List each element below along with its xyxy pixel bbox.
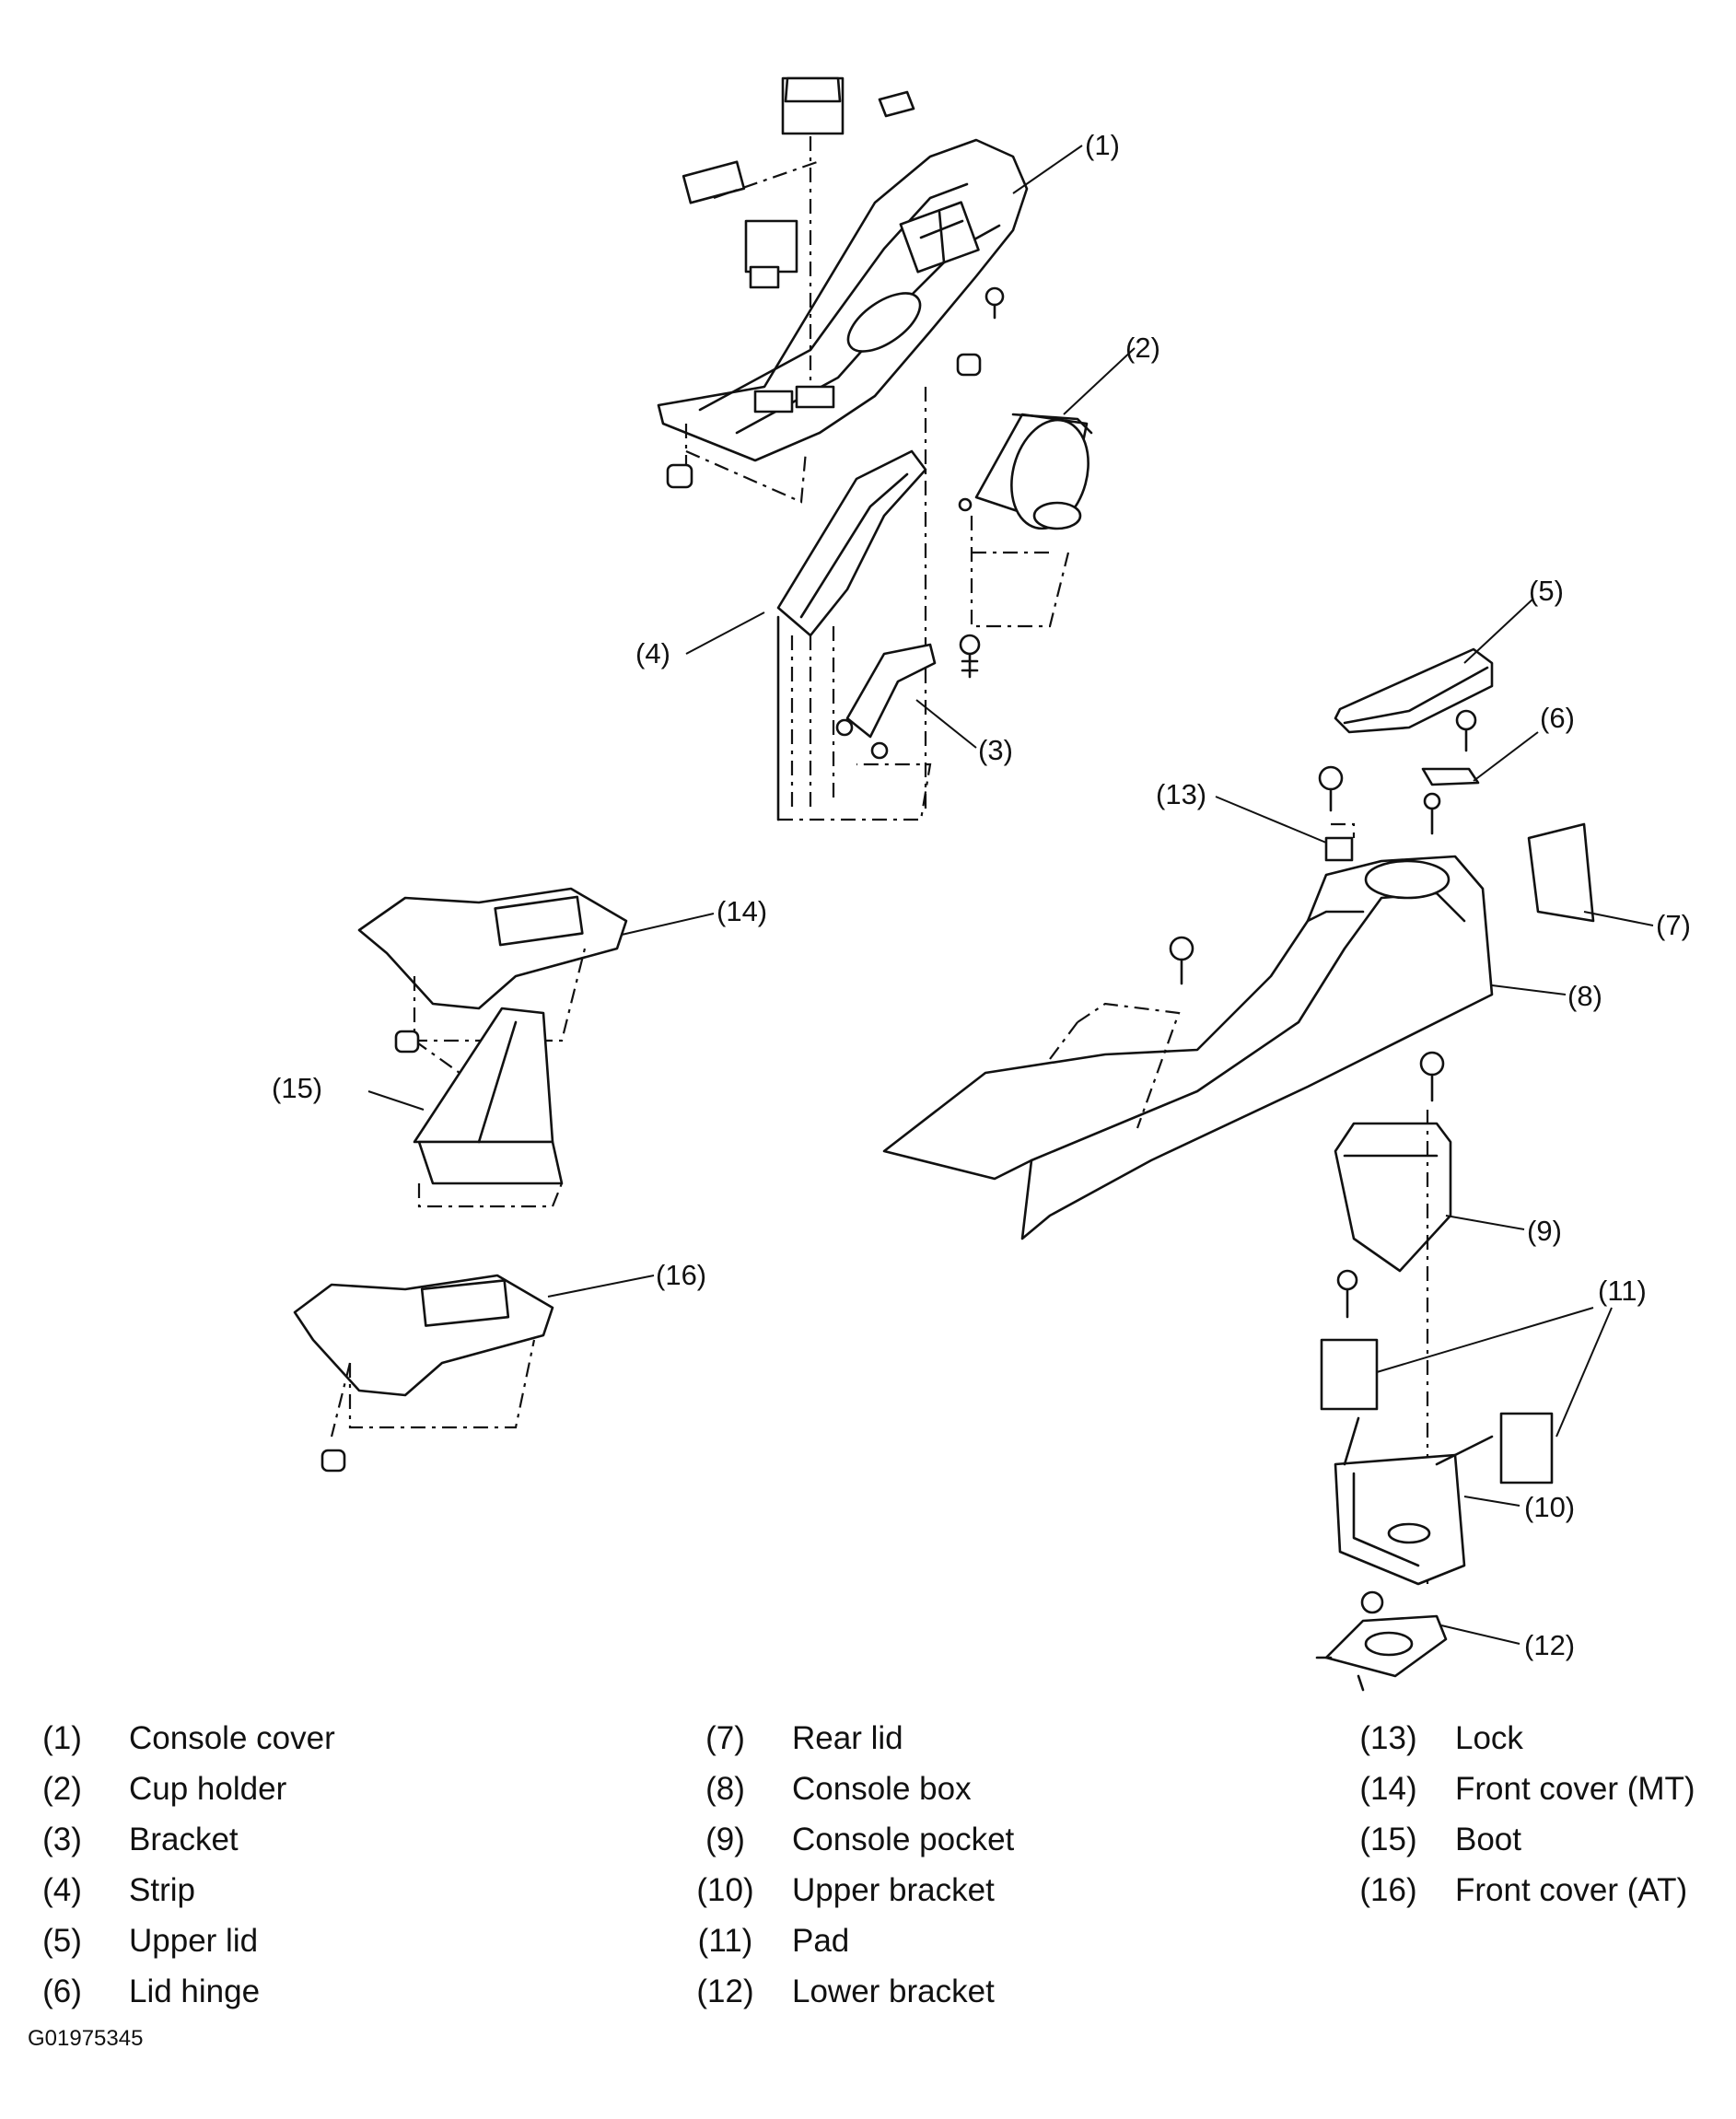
legend-number: (10) xyxy=(696,1871,754,1908)
legend-label: Cup holder xyxy=(129,1770,287,1807)
legend-number: (15) xyxy=(1359,1821,1417,1857)
legend-item: (14) Front cover (MT) xyxy=(1340,1764,1695,1814)
legend-number: (13) xyxy=(1359,1719,1417,1756)
callout-4: (4) xyxy=(635,637,670,669)
legend-number: (7) xyxy=(705,1719,745,1756)
legend-item: (1) Console cover xyxy=(14,1713,335,1764)
callout-3: (3) xyxy=(978,734,1013,766)
part-front-cover-at xyxy=(293,1274,554,1473)
legend-number: (3) xyxy=(42,1821,82,1857)
legend-number: (1) xyxy=(42,1719,82,1756)
legend-item: (3) Bracket xyxy=(14,1814,335,1865)
legend-number: (12) xyxy=(696,1973,754,2009)
legend-label: Pad xyxy=(792,1922,850,1959)
figure-id: G01975345 xyxy=(28,2026,144,2051)
legend-label: Upper lid xyxy=(129,1922,259,1959)
screw-under-cup-holder xyxy=(959,634,981,679)
legend-item: (8) Console box xyxy=(677,1764,1014,1814)
part-rear-lid xyxy=(1527,822,1595,923)
legend-label: Console pocket xyxy=(792,1821,1015,1857)
legend-item: (4) Strip xyxy=(14,1865,335,1915)
part-strip xyxy=(776,449,932,821)
legend-number: (2) xyxy=(42,1770,82,1807)
legend-label: Console box xyxy=(792,1770,972,1807)
part-front-cover-mt xyxy=(357,887,628,1088)
part-console-box xyxy=(882,855,1494,1240)
legend-item: (16) Front cover (AT) xyxy=(1340,1865,1695,1915)
legend-label: Console cover xyxy=(129,1719,335,1756)
legend-item: (10) Upper bracket xyxy=(677,1865,1014,1915)
leader-lines xyxy=(367,145,1654,1645)
legend-label: Front cover (AT) xyxy=(1455,1871,1688,1908)
part-console-cover xyxy=(657,76,1029,489)
part-lock xyxy=(1318,765,1356,862)
callout-12: (12) xyxy=(1524,1629,1575,1661)
legend-number: (4) xyxy=(42,1871,82,1908)
callout-labels: (1) (2) (3) (4) (5) (6) (7) (8) (9) (10)… xyxy=(272,129,1691,1661)
callout-7: (7) xyxy=(1656,909,1691,941)
part-boot xyxy=(413,1007,564,1208)
callout-6: (6) xyxy=(1540,702,1575,734)
legend-column-1: (1) Console cover (2) Cup holder (3) Bracke… xyxy=(14,1713,335,2017)
legend-label: Bracket xyxy=(129,1821,239,1857)
legend-item: (11) Pad xyxy=(677,1915,1014,1966)
part-lid-hinge xyxy=(1421,709,1480,835)
legend-label: Rear lid xyxy=(792,1719,903,1756)
legend-number: (8) xyxy=(705,1770,745,1807)
callout-11: (11) xyxy=(1598,1275,1647,1307)
legend-number: (6) xyxy=(42,1973,82,2009)
legend-item: (13) Lock xyxy=(1340,1713,1695,1764)
callout-5: (5) xyxy=(1529,575,1564,607)
legend-column-3: (13) Lock (14) Front cover (MT) (15) Boot (… xyxy=(1340,1713,1695,1915)
part-cup-holder xyxy=(958,413,1093,628)
callout-2: (2) xyxy=(1125,332,1160,364)
legend-item: (6) Lid hinge xyxy=(14,1966,335,2017)
legend-item: (5) Upper lid xyxy=(14,1915,335,1966)
legend-label: Front cover (MT) xyxy=(1455,1770,1695,1807)
legend-item: (2) Cup holder xyxy=(14,1764,335,1814)
legend-label: Upper bracket xyxy=(792,1871,995,1908)
legend-label: Lower bracket xyxy=(792,1973,995,2009)
callout-15: (15) xyxy=(272,1072,322,1104)
legend-number: (11) xyxy=(697,1922,753,1959)
legend-number: (5) xyxy=(42,1922,82,1959)
parts-legend: (1) Console cover (2) Cup holder (3) Bracke… xyxy=(0,1713,1736,2044)
callout-8: (8) xyxy=(1567,980,1602,1012)
part-upper-bracket xyxy=(1334,1416,1494,1586)
legend-number: (9) xyxy=(705,1821,745,1857)
part-lower-bracket xyxy=(1315,1590,1448,1692)
part-pads xyxy=(1320,1338,1554,1484)
legend-label: Lid hinge xyxy=(129,1973,261,2009)
part-bracket xyxy=(835,643,937,760)
legend-column-2: (7) Rear lid (8) Console box (9) Console po… xyxy=(677,1713,1014,2017)
legend-number: (16) xyxy=(1359,1871,1417,1908)
legend-label: Lock xyxy=(1455,1719,1523,1756)
callout-13: (13) xyxy=(1156,778,1206,810)
legend-number: (14) xyxy=(1359,1770,1417,1807)
legend-item: (12) Lower bracket xyxy=(677,1966,1014,2017)
part-console-pocket xyxy=(1334,1051,1452,1584)
callout-1: (1) xyxy=(1085,129,1120,161)
legend-label: Strip xyxy=(129,1871,195,1908)
legend-item: (7) Rear lid xyxy=(677,1713,1014,1764)
exploded-parts-diagram: (1) (2) (3) (4) (5) (6) (7) (8) (9) (10)… xyxy=(272,76,1691,1692)
callout-14: (14) xyxy=(717,895,767,927)
legend-label: Boot xyxy=(1455,1821,1521,1857)
legend-item: (15) Boot xyxy=(1340,1814,1695,1865)
callout-9: (9) xyxy=(1527,1215,1562,1247)
legend-item: (9) Console pocket xyxy=(677,1814,1014,1865)
callout-10: (10) xyxy=(1524,1491,1575,1523)
callout-16: (16) xyxy=(656,1259,706,1291)
